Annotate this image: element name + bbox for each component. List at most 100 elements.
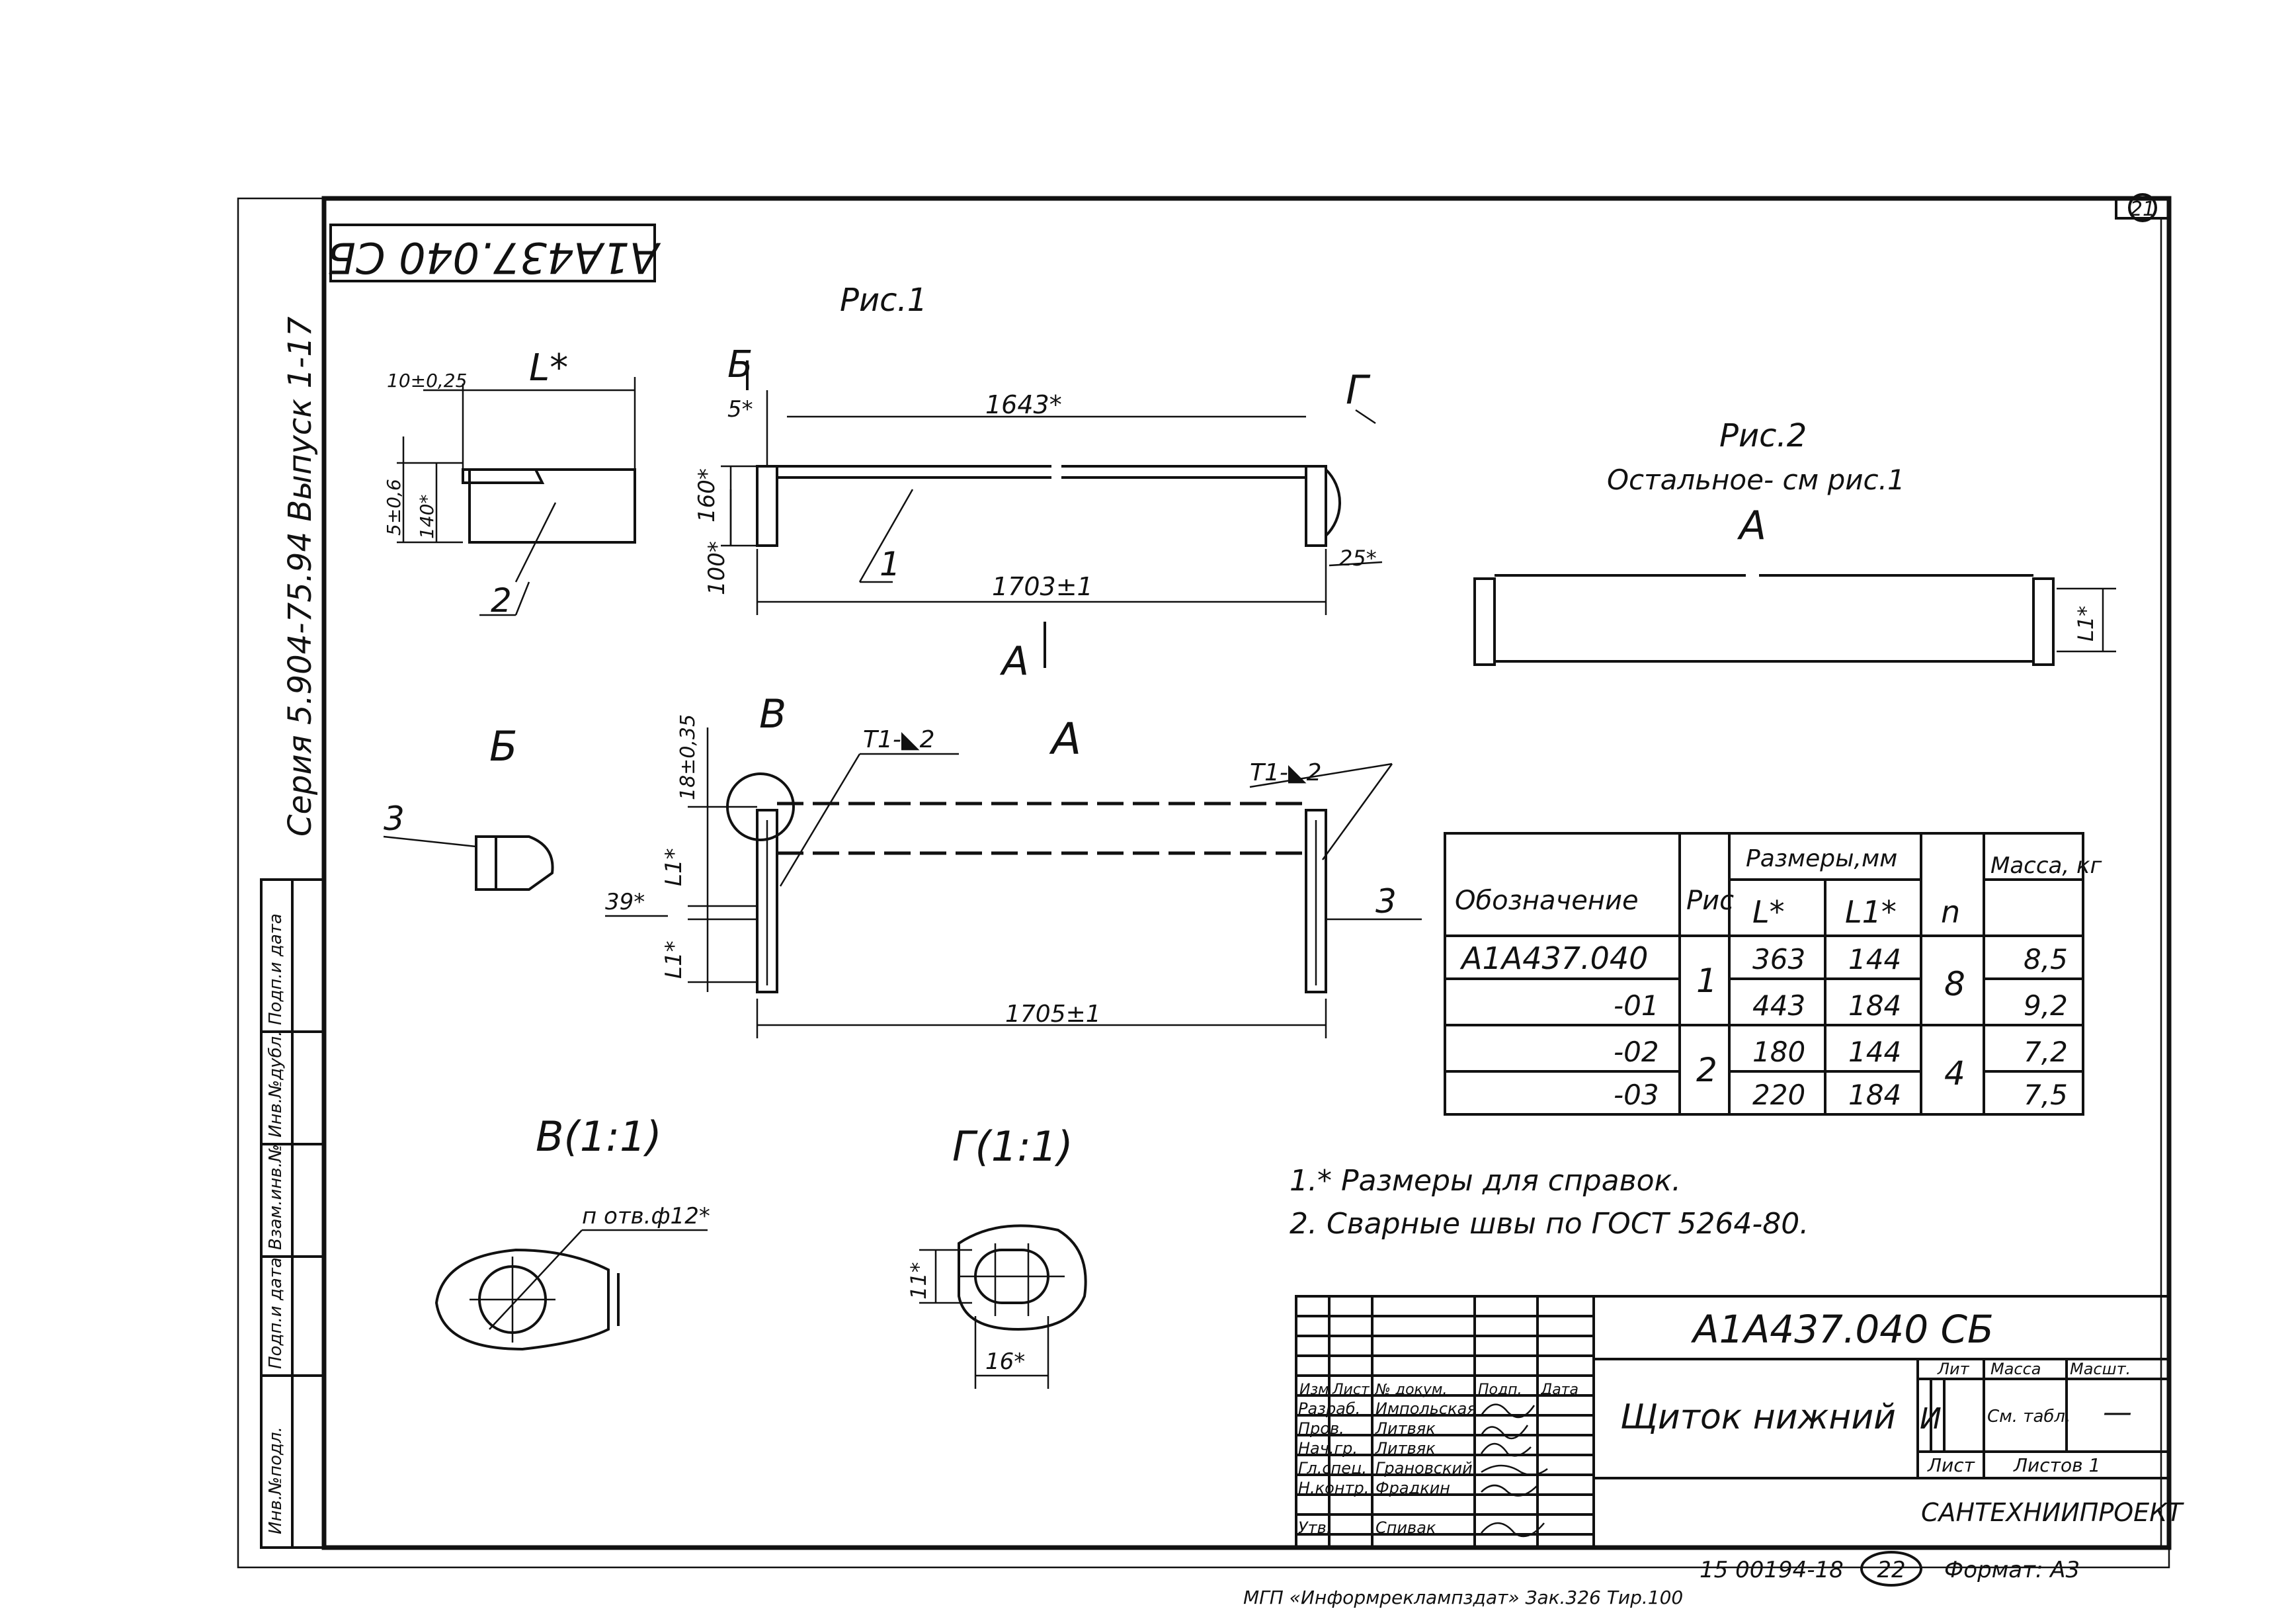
fig2-title: Рис.2 [1719,417,1807,454]
label-2: 2 [491,581,512,620]
footer-page: 22 [1877,1557,1905,1583]
view-b-marker: Б [727,343,753,386]
view-a-marker-v: В [759,691,786,737]
view-b-title: Б [489,722,518,770]
series-text: Серия 5.904-75.94 Выпуск 1-17 [282,316,319,837]
n-group-2: 4 [1944,1054,1965,1093]
tb-name-4: Грановский [1375,1459,1473,1477]
fig1-beam [721,390,1383,615]
fig-group-2: 2 [1696,1051,1717,1089]
tb-lit-value: И [1920,1402,1942,1436]
weld-2: Т1-◣2 [1250,759,1321,786]
outer-frame [237,197,2170,1569]
tb-col-list: Лист [1332,1382,1370,1398]
row-4-l1: 184 [1848,1079,1901,1111]
tb-name-2: Литвяк [1375,1419,1436,1438]
row-4-designation: -03 [1614,1079,1659,1111]
footer-printer: МГП «Информреклампздат» Зак.326 Тир.100 [1243,1587,1683,1608]
detail-g-part [919,1224,1087,1389]
doc-code-rotated: А1А437.040 СБ [327,232,661,281]
view-a-beam [605,727,1422,1038]
row-3-designation: -02 [1614,1036,1659,1068]
tb-role-2: Пров. [1298,1419,1344,1438]
strip-label-4: Инв.№дубл. [266,1031,286,1138]
view-g-marker: Г [1346,367,1371,413]
row-4-l: 220 [1752,1079,1805,1111]
tb-mass-value: См. табл. [1987,1407,2070,1427]
th-n: n [1941,894,1960,930]
row-1-l: 363 [1752,943,1805,975]
tb-role-6: Утв. [1298,1518,1331,1537]
view-a-marker: А [999,638,1029,684]
tb-col-date: Дата [1540,1382,1578,1398]
strip-label-1: Инв.№подл. [266,1427,286,1534]
th-l: L* [1752,894,1785,930]
row-4-mass: 7,5 [2024,1079,2068,1111]
dim-100: 100* [704,541,730,595]
fig2-view: А [1737,503,1766,549]
row-2-mass: 9,2 [2024,989,2068,1022]
fig1-title: Рис.1 [840,282,927,319]
tb-sheets-label: Листов 1 [2013,1454,2100,1476]
detail-v-hole: п отв.ф12* [582,1203,710,1229]
view-b-part [383,835,554,891]
fig2-beam [1473,574,2116,666]
tb-name-1: Импольская [1375,1399,1477,1418]
dim-l1-bottom: L1* [661,940,687,979]
tb-scale-header: Масшт. [2070,1360,2131,1378]
detail-v-part [434,1229,708,1351]
dim-5: 5±0,6 [383,479,405,536]
tb-role-1: Разраб. [1298,1399,1360,1418]
footer-inv: 15 00194-18 [1700,1557,1844,1583]
tb-col-izm: Изм [1299,1382,1329,1398]
tb-col-doc: № докум. [1375,1382,1447,1398]
tb-name-5: Фрадкин [1375,1479,1450,1497]
detail-g-dim-16: 16* [985,1348,1025,1375]
dim-l-star: L* [529,347,568,390]
row-3-mass: 7,2 [2024,1036,2068,1068]
dim-140: 140* [416,495,438,539]
th-l1: L1* [1845,894,1897,930]
view-a-title: А [1049,714,1081,765]
tb-lit-header: Лит [1937,1360,1970,1378]
dim-25: 25* [1339,546,1377,571]
row-2-l: 443 [1752,989,1805,1022]
tb-scale-value: — [2103,1395,2132,1429]
tb-role-3: Нач.гр. [1298,1439,1358,1458]
row-3-l1: 144 [1848,1036,1901,1068]
detail-g-dim-11: 11* [906,1262,931,1300]
dim-1703: 1703±1 [992,572,1093,601]
footer-format: Формат: А3 [1944,1557,2080,1583]
note-1: 1.* Размеры для справок. [1290,1164,1681,1198]
tb-name-3: Литвяк [1375,1439,1436,1458]
tb-name-6: Спивак [1375,1518,1436,1537]
tb-name: Щиток нижний [1620,1397,1896,1437]
tb-role-5: Н.контр. [1298,1479,1369,1497]
strip-label-2: Подп.и дата [266,1257,286,1369]
row-1-designation: А1А437.040 [1459,940,1648,976]
dim-18: 18±0,35 [676,714,700,800]
th-mass: Масса, кг [1990,852,2103,879]
tb-sheet-label: Лист [1927,1454,1975,1476]
note-2: 2. Сварные швы по ГОСТ 5264-80. [1290,1207,1809,1241]
weld-1: Т1-◣2 [863,726,934,753]
row-2-designation: -01 [1614,989,1659,1022]
row-3-l: 180 [1752,1036,1805,1068]
dim-10: 10±0,25 [387,370,467,392]
row-2-l1: 184 [1848,989,1901,1022]
dim-l1-top: L1* [661,848,687,886]
dim-1705: 1705±1 [1005,1001,1101,1028]
tb-code: А1А437.040 СБ [1690,1307,1994,1352]
tb-mass-header: Масса [1990,1360,2041,1378]
inner-frame [321,196,2172,1550]
fig2-dim-l1: L1* [2073,606,2098,642]
section-part-2 [397,377,636,616]
label-3-a: 3 [1375,882,1397,921]
row-1-mass: 8,5 [2024,943,2068,975]
spec-table [1444,832,2084,1116]
dim-39: 39* [605,889,645,915]
title-block [1295,1295,2170,1549]
detail-v-title: В(1:1) [536,1112,662,1161]
label-1: 1 [880,545,901,583]
